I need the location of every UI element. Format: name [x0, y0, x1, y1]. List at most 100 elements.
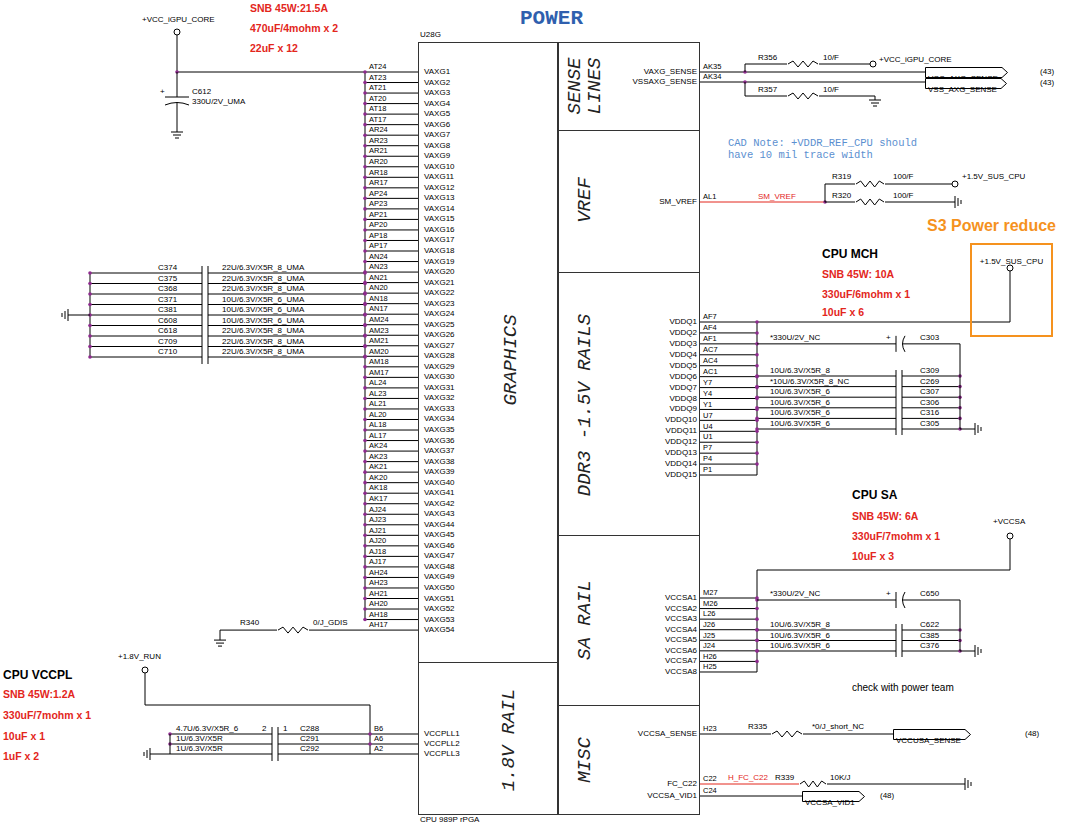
wire: [365, 609, 418, 610]
wire: [365, 114, 418, 115]
signal-label: R339: [775, 774, 794, 782]
junction-dot: [363, 576, 367, 580]
signal-label: VCCSA8: [665, 668, 697, 676]
wire: [365, 503, 418, 504]
wire: [220, 630, 221, 640]
pin-number: M26: [703, 600, 718, 608]
pin-number: AH23: [369, 579, 388, 587]
junction-dot: [755, 660, 759, 664]
signal-label: R356: [758, 54, 777, 62]
pin-number: AR21: [369, 147, 388, 155]
wire: [700, 671, 757, 672]
wire: [170, 744, 272, 745]
wire: [365, 356, 418, 357]
signal-label: VAXG10: [424, 163, 455, 171]
junction-dot: [88, 271, 92, 275]
connector-label: VCCUSA_SENSE: [893, 735, 961, 746]
junction-dot: [755, 649, 759, 653]
signal-label: +: [886, 590, 891, 598]
cad-note: CAD Note: +VDDR_REF_CPU should have 10 m…: [728, 137, 928, 161]
signal-label: 330U/2V_UMA: [192, 98, 245, 106]
section-box: GRAPHICS: [418, 42, 559, 663]
signal-label: +VCC_iGPU_CORE: [142, 16, 215, 24]
wire: [902, 407, 960, 408]
pin-number: C22: [703, 775, 717, 783]
pin-number: AK34: [703, 73, 721, 81]
connector-label: VSS_AXG_SENSE: [925, 84, 997, 95]
wire: [365, 408, 418, 409]
wire: [90, 346, 202, 347]
junction-dot: [363, 112, 367, 116]
junction-dot: [88, 324, 92, 328]
spec-note: 330uF/7mohm x 1: [3, 710, 91, 721]
junction-dot: [755, 628, 759, 632]
wire: [700, 202, 825, 203]
wire: [700, 409, 757, 410]
pin-number: AC1: [703, 368, 718, 376]
wire: [365, 251, 418, 252]
pin-number: AP20: [369, 221, 387, 229]
wire: [177, 103, 178, 133]
signal-label: VAXG2: [424, 79, 450, 87]
wire: [902, 370, 903, 435]
signal-label: 10U/6.3V/X5R_6_UMA: [222, 317, 304, 325]
signal-label: 1U/6.3V/X5R: [176, 745, 223, 753]
signal-label: C375: [158, 275, 177, 283]
signal-label: VAXG37: [424, 447, 455, 455]
wire: [90, 357, 202, 358]
signal-label: 1: [283, 725, 287, 733]
wire: [902, 630, 960, 631]
signal-label: VAXG24: [424, 310, 455, 318]
pin-number: Y1: [703, 401, 712, 409]
signal-label: VAXG18: [424, 247, 455, 255]
signal-label: C709: [158, 338, 177, 346]
ground-symbol: [171, 132, 183, 138]
wire: [145, 673, 146, 705]
pin-number: AT18: [369, 105, 386, 113]
signal-label: VAXG3: [424, 89, 450, 97]
signal-label: 10U/6.3V/X5R_6: [770, 388, 830, 396]
wire: [208, 266, 209, 364]
junction-dot: [363, 344, 367, 348]
wire: [365, 324, 418, 325]
pin-number: AH17: [369, 621, 388, 629]
signal-label: 10U/6.3V/X5R_6: [770, 420, 830, 428]
junction-dot: [755, 639, 759, 643]
junction-dot: [363, 70, 367, 74]
signal-label: (48): [880, 792, 894, 800]
wire: [365, 419, 418, 420]
wire: [902, 429, 960, 430]
wire: [365, 430, 418, 431]
wire: [365, 72, 418, 73]
signal-label: VAXG42: [424, 500, 455, 508]
wire: [165, 97, 189, 98]
junction-dot: [363, 154, 367, 158]
signal-label: +1.8V_RUN: [118, 653, 161, 661]
signal-label: VDDQ6: [669, 373, 697, 381]
page-title: POWER: [520, 8, 583, 29]
signal-label: VAXG9: [424, 152, 450, 160]
signal-label: VAXG29: [424, 363, 455, 371]
pin-number: AR18: [369, 169, 388, 177]
signal-label: VAXG31: [424, 384, 455, 392]
wire: [370, 734, 418, 735]
wire: [365, 493, 418, 494]
junction-dot: [755, 607, 759, 611]
signal-label: C612: [192, 88, 211, 96]
signal-label: VAXG46: [424, 542, 455, 550]
pin-number: C24: [703, 787, 717, 795]
offpage-connector: VSS_AXG_SENSE: [925, 78, 1007, 89]
junction-dot: [88, 345, 92, 349]
pin-number: AH21: [369, 590, 388, 598]
wire: [365, 303, 418, 304]
signal-label: 100/F: [893, 173, 913, 181]
connector-label: VCC_AXG_SENSE: [925, 73, 998, 84]
wire: [365, 598, 418, 599]
junction-dot: [363, 91, 367, 95]
signal-label: 10U/6.3V/X5R_6_UMA: [222, 296, 304, 304]
wire: [202, 266, 203, 364]
wire: [896, 592, 897, 608]
wire: [365, 377, 418, 378]
wire: [90, 325, 202, 326]
signal-label: 22U/6.3V/X5R_8_UMA: [222, 285, 304, 293]
